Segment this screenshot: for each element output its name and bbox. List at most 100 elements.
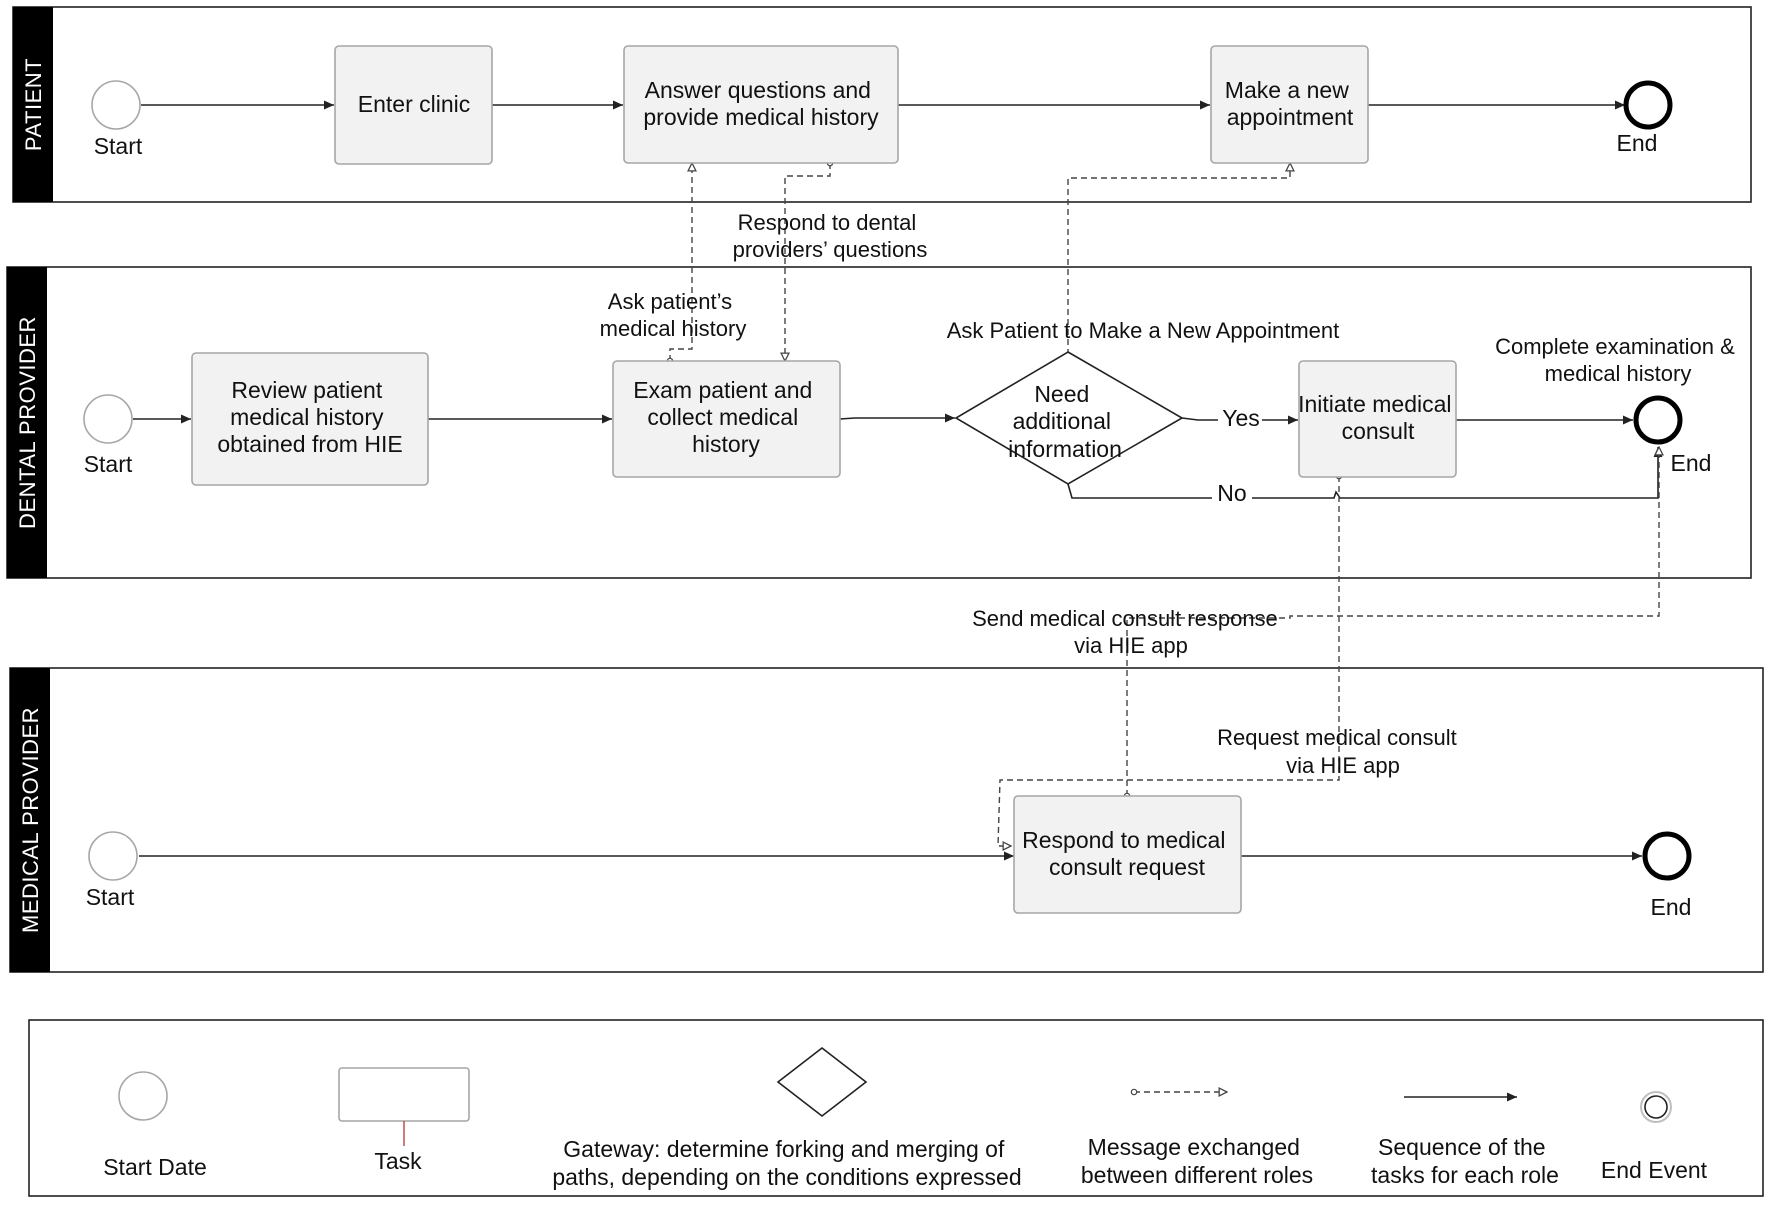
lane-dental-header bbox=[7, 267, 47, 578]
annotation-ask-history-line-1: Ask patient’s bbox=[608, 289, 732, 314]
legend: Start Date Task Gateway: determine forki… bbox=[28, 1019, 1764, 1197]
annotation-complete-exam-line-1: Complete examination & bbox=[1495, 334, 1735, 359]
annotation-ask-appointment: Ask Patient to Make a New Appointment bbox=[947, 318, 1340, 343]
msg-send-response bbox=[1127, 447, 1659, 796]
task-make-appointment-line-1: Make a new bbox=[1225, 77, 1349, 103]
dental-end-event bbox=[1633, 395, 1683, 445]
legend-end-symbol-inner bbox=[1644, 1095, 1668, 1119]
msg-make-appointment bbox=[1067, 163, 1290, 375]
task-initiate-consult bbox=[1298, 360, 1457, 478]
patient-start-event bbox=[91, 80, 141, 130]
task-enter-clinic bbox=[334, 45, 493, 165]
task-review-history-label: Review patient medical history obtained … bbox=[217, 377, 402, 457]
msg-ask-history bbox=[670, 163, 692, 361]
dental-end-label: End bbox=[1671, 450, 1712, 476]
gateway-label-line-3: information bbox=[1008, 436, 1122, 462]
seq-dental-gateway-no-a bbox=[1067, 483, 1212, 499]
task-exam-patient bbox=[612, 360, 841, 478]
task-exam-patient-line-3: history bbox=[692, 431, 760, 457]
seq-dental-exam-gateway bbox=[839, 413, 955, 423]
annotation-request-consult-line-2: via HIE app bbox=[1286, 753, 1400, 778]
task-initiate-consult-line-1: Initiate medical bbox=[1298, 391, 1451, 417]
tasks: Enter clinic Answer questions and provid… bbox=[191, 45, 1458, 914]
gateway-diamond bbox=[954, 351, 1184, 485]
task-make-appointment-line-2: appointment bbox=[1227, 104, 1354, 130]
task-make-appointment bbox=[1210, 45, 1369, 164]
legend-task-symbol bbox=[338, 1067, 470, 1122]
annotation-send-response: Send medical consult response via HIE ap… bbox=[972, 606, 1284, 658]
task-answer-questions-line-1: Answer questions and bbox=[645, 77, 871, 103]
annotation-send-response-line-2: via HIE app bbox=[1074, 633, 1188, 658]
legend-sequence-line-2: tasks for each role bbox=[1371, 1162, 1559, 1188]
task-respond-consult-label: Respond to medical consult request bbox=[1022, 827, 1232, 880]
patient-end-event bbox=[1623, 80, 1673, 130]
legend-gateway-line-1: Gateway: determine forking and merging o… bbox=[563, 1136, 1005, 1162]
task-respond-consult-line-2: consult request bbox=[1049, 854, 1206, 880]
task-answer-questions-label: Answer questions and provide medical his… bbox=[643, 77, 879, 130]
patient-end-label: End bbox=[1617, 130, 1658, 156]
lane-medical-title: MEDICAL PROVIDER bbox=[18, 707, 43, 933]
gateway-no-label: No bbox=[1217, 480, 1246, 506]
medical-end-event bbox=[1642, 831, 1692, 881]
task-initiate-consult-line-2: consult bbox=[1342, 418, 1415, 444]
annotation-ask-history-line-2: medical history bbox=[600, 316, 747, 341]
annotation-request-consult-line-1: Request medical consult bbox=[1217, 725, 1457, 750]
legend-start-symbol bbox=[118, 1071, 168, 1121]
medical-end-label: End bbox=[1651, 894, 1692, 920]
task-answer-questions-line-2: provide medical history bbox=[643, 104, 879, 130]
lane-dental: DENTAL PROVIDER bbox=[6, 266, 1752, 579]
task-respond-consult-line-1: Respond to medical bbox=[1022, 827, 1225, 853]
lane-patient-header bbox=[13, 7, 53, 202]
task-make-appointment-label: Make a new appointment bbox=[1225, 77, 1355, 130]
legend-gateway-symbol bbox=[776, 1046, 868, 1118]
dental-start-label: Start bbox=[84, 451, 133, 477]
gateway: Need additional information Yes No bbox=[954, 351, 1260, 506]
annotation-request-consult: Request medical consult via HIE app bbox=[1217, 725, 1463, 778]
annotation-complete-exam-line-2: medical history bbox=[1545, 361, 1692, 386]
lane-patient: PATIENT bbox=[12, 6, 1752, 203]
seq-dental-gateway-yes-a bbox=[1181, 417, 1218, 421]
patient-start-label: Start bbox=[94, 133, 143, 159]
dental-start-event bbox=[83, 394, 133, 444]
msg-request-consult bbox=[997, 476, 1339, 846]
message-flows bbox=[670, 163, 1659, 846]
legend-start-label: Start Date bbox=[103, 1154, 207, 1180]
gateway-label: Need additional information bbox=[1008, 381, 1122, 462]
task-review-history-line-3: obtained from HIE bbox=[217, 431, 402, 457]
annotation-send-response-line-1: Send medical consult response bbox=[972, 606, 1278, 631]
lane-patient-title: PATIENT bbox=[21, 58, 46, 151]
medical-start-event bbox=[88, 831, 138, 881]
task-review-history-line-2: medical history bbox=[230, 404, 384, 430]
annotation-ask-history: Ask patient’s medical history bbox=[600, 289, 747, 341]
gateway-label-line-1: Need bbox=[1034, 381, 1089, 407]
task-exam-patient-line-2: collect medical bbox=[647, 404, 798, 430]
annotation-respond-dental-line-1: Respond to dental bbox=[738, 210, 917, 235]
legend-end-label: End Event bbox=[1601, 1157, 1708, 1183]
task-answer-questions bbox=[623, 45, 899, 164]
legend-message-label: Message exchanged between different role… bbox=[1081, 1134, 1313, 1188]
lane-medical: MEDICAL PROVIDER bbox=[9, 667, 1764, 973]
lane-medical-border bbox=[9, 667, 1764, 973]
task-review-history bbox=[191, 352, 429, 486]
legend-border bbox=[28, 1019, 1764, 1197]
annotation-complete-exam: Complete examination & medical history bbox=[1495, 334, 1741, 386]
medical-start-label: Start bbox=[86, 884, 135, 910]
legend-gateway-line-2: paths, depending on the conditions expre… bbox=[552, 1164, 1021, 1190]
lane-medical-header bbox=[10, 668, 50, 972]
annotations: Respond to dental providers’ questions A… bbox=[600, 210, 1741, 778]
annotation-respond-dental: Respond to dental providers’ questions bbox=[733, 210, 928, 262]
gateway-yes-label: Yes bbox=[1222, 405, 1260, 431]
legend-sequence-label: Sequence of the tasks for each role bbox=[1371, 1134, 1559, 1188]
lane-dental-title: DENTAL PROVIDER bbox=[15, 316, 40, 529]
legend-sequence-line-1: Sequence of the bbox=[1378, 1134, 1546, 1160]
msg-respond-questions bbox=[785, 163, 830, 361]
legend-gateway-label: Gateway: determine forking and merging o… bbox=[552, 1136, 1021, 1190]
task-respond-consult bbox=[1013, 795, 1242, 914]
events: Start End Start End Start End bbox=[83, 80, 1712, 920]
annotation-respond-dental-line-2: providers’ questions bbox=[733, 237, 928, 262]
legend-message-line-2: between different roles bbox=[1081, 1162, 1313, 1188]
task-initiate-consult-label: Initiate medical consult bbox=[1298, 391, 1458, 444]
task-review-history-line-1: Review patient bbox=[231, 377, 382, 403]
legend-message-line-1: Message exchanged bbox=[1088, 1134, 1300, 1160]
